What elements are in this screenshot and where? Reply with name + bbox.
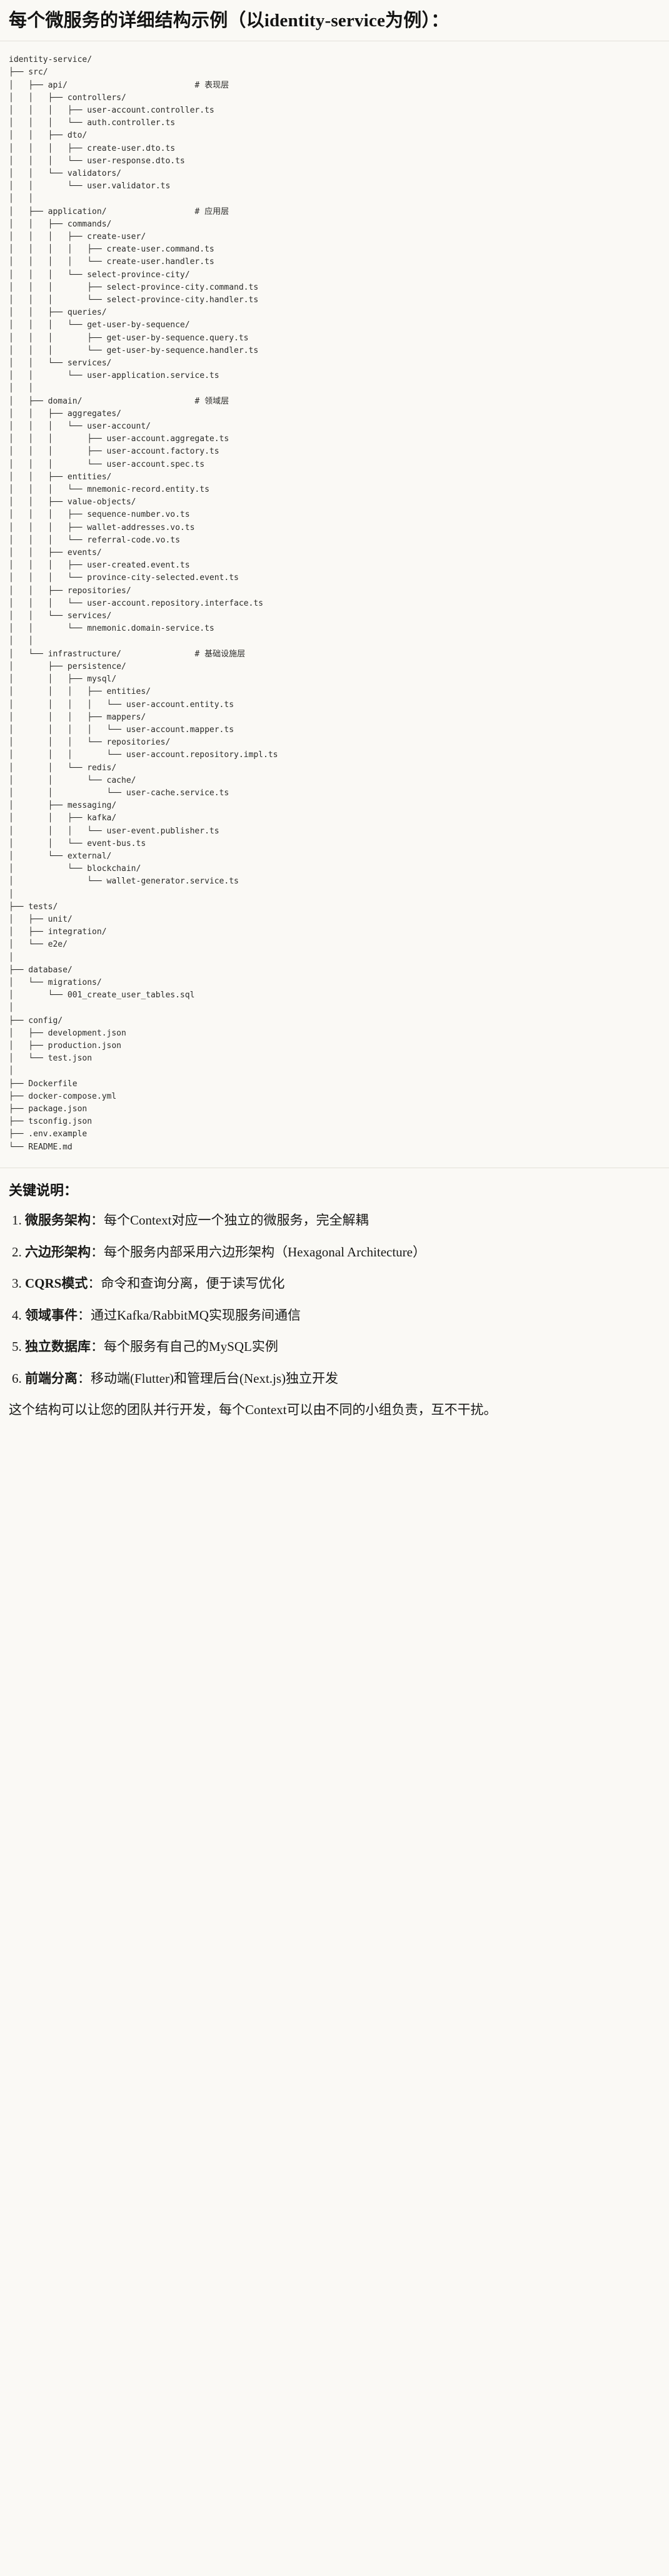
note-separator: ：	[78, 1307, 91, 1323]
directory-tree: identity-service/ ├── src/ │ ├── api/ # …	[9, 55, 278, 1152]
note-term: 独立数据库	[25, 1339, 91, 1355]
note-description: 每个Context对应一个独立的微服务，完全解耦	[104, 1213, 369, 1228]
key-notes-list: 微服务架构：每个Context对应一个独立的微服务，完全解耦 六边形架构：每个服…	[9, 1211, 660, 1388]
key-notes-heading: 关键说明：	[9, 1182, 78, 1198]
closing-paragraph: 这个结构可以让您的团队并行开发，每个Context可以由不同的小组负责，互不干扰…	[9, 1402, 497, 1418]
note-term: 六边形架构	[25, 1244, 91, 1260]
list-item: 六边形架构：每个服务内部采用六边形架构（Hexagonal Architectu…	[25, 1243, 660, 1261]
note-description: 通过Kafka/RabbitMQ实现服务间通信	[91, 1307, 301, 1323]
list-item: 微服务架构：每个Context对应一个独立的微服务，完全解耦	[25, 1211, 660, 1229]
page-title: 每个微服务的详细结构示例（以identity-service为例）：	[9, 11, 450, 31]
note-separator: ：	[91, 1339, 104, 1355]
note-separator: ：	[91, 1213, 104, 1228]
note-term: CQRS模式	[25, 1276, 88, 1291]
note-description: 每个服务有自己的MySQL实例	[104, 1339, 278, 1355]
note-description: 每个服务内部采用六边形架构（Hexagonal Architecture）	[104, 1244, 426, 1260]
list-item: 前端分离：移动端(Flutter)和管理后台(Next.js)独立开发	[25, 1369, 660, 1388]
list-item: 领域事件：通过Kafka/RabbitMQ实现服务间通信	[25, 1306, 660, 1325]
note-description: 移动端(Flutter)和管理后台(Next.js)独立开发	[91, 1370, 339, 1386]
code-block-directory-tree: identity-service/ ├── src/ │ ├── api/ # …	[0, 41, 669, 1168]
note-term: 领域事件	[25, 1307, 78, 1323]
note-description: 命令和查询分离，便于读写优化	[101, 1276, 285, 1291]
note-term: 前端分离	[25, 1370, 78, 1386]
page-root: 每个微服务的详细结构示例（以identity-service为例）： ident…	[0, 0, 669, 1443]
note-term: 微服务架构	[25, 1213, 91, 1228]
note-separator: ：	[88, 1276, 101, 1291]
note-separator: ：	[91, 1244, 104, 1260]
note-separator: ：	[78, 1370, 91, 1386]
key-notes-section: 关键说明： 微服务架构：每个Context对应一个独立的微服务，完全解耦 六边形…	[0, 1168, 669, 1443]
list-item: 独立数据库：每个服务有自己的MySQL实例	[25, 1337, 660, 1356]
list-item: CQRS模式：命令和查询分离，便于读写优化	[25, 1274, 660, 1293]
